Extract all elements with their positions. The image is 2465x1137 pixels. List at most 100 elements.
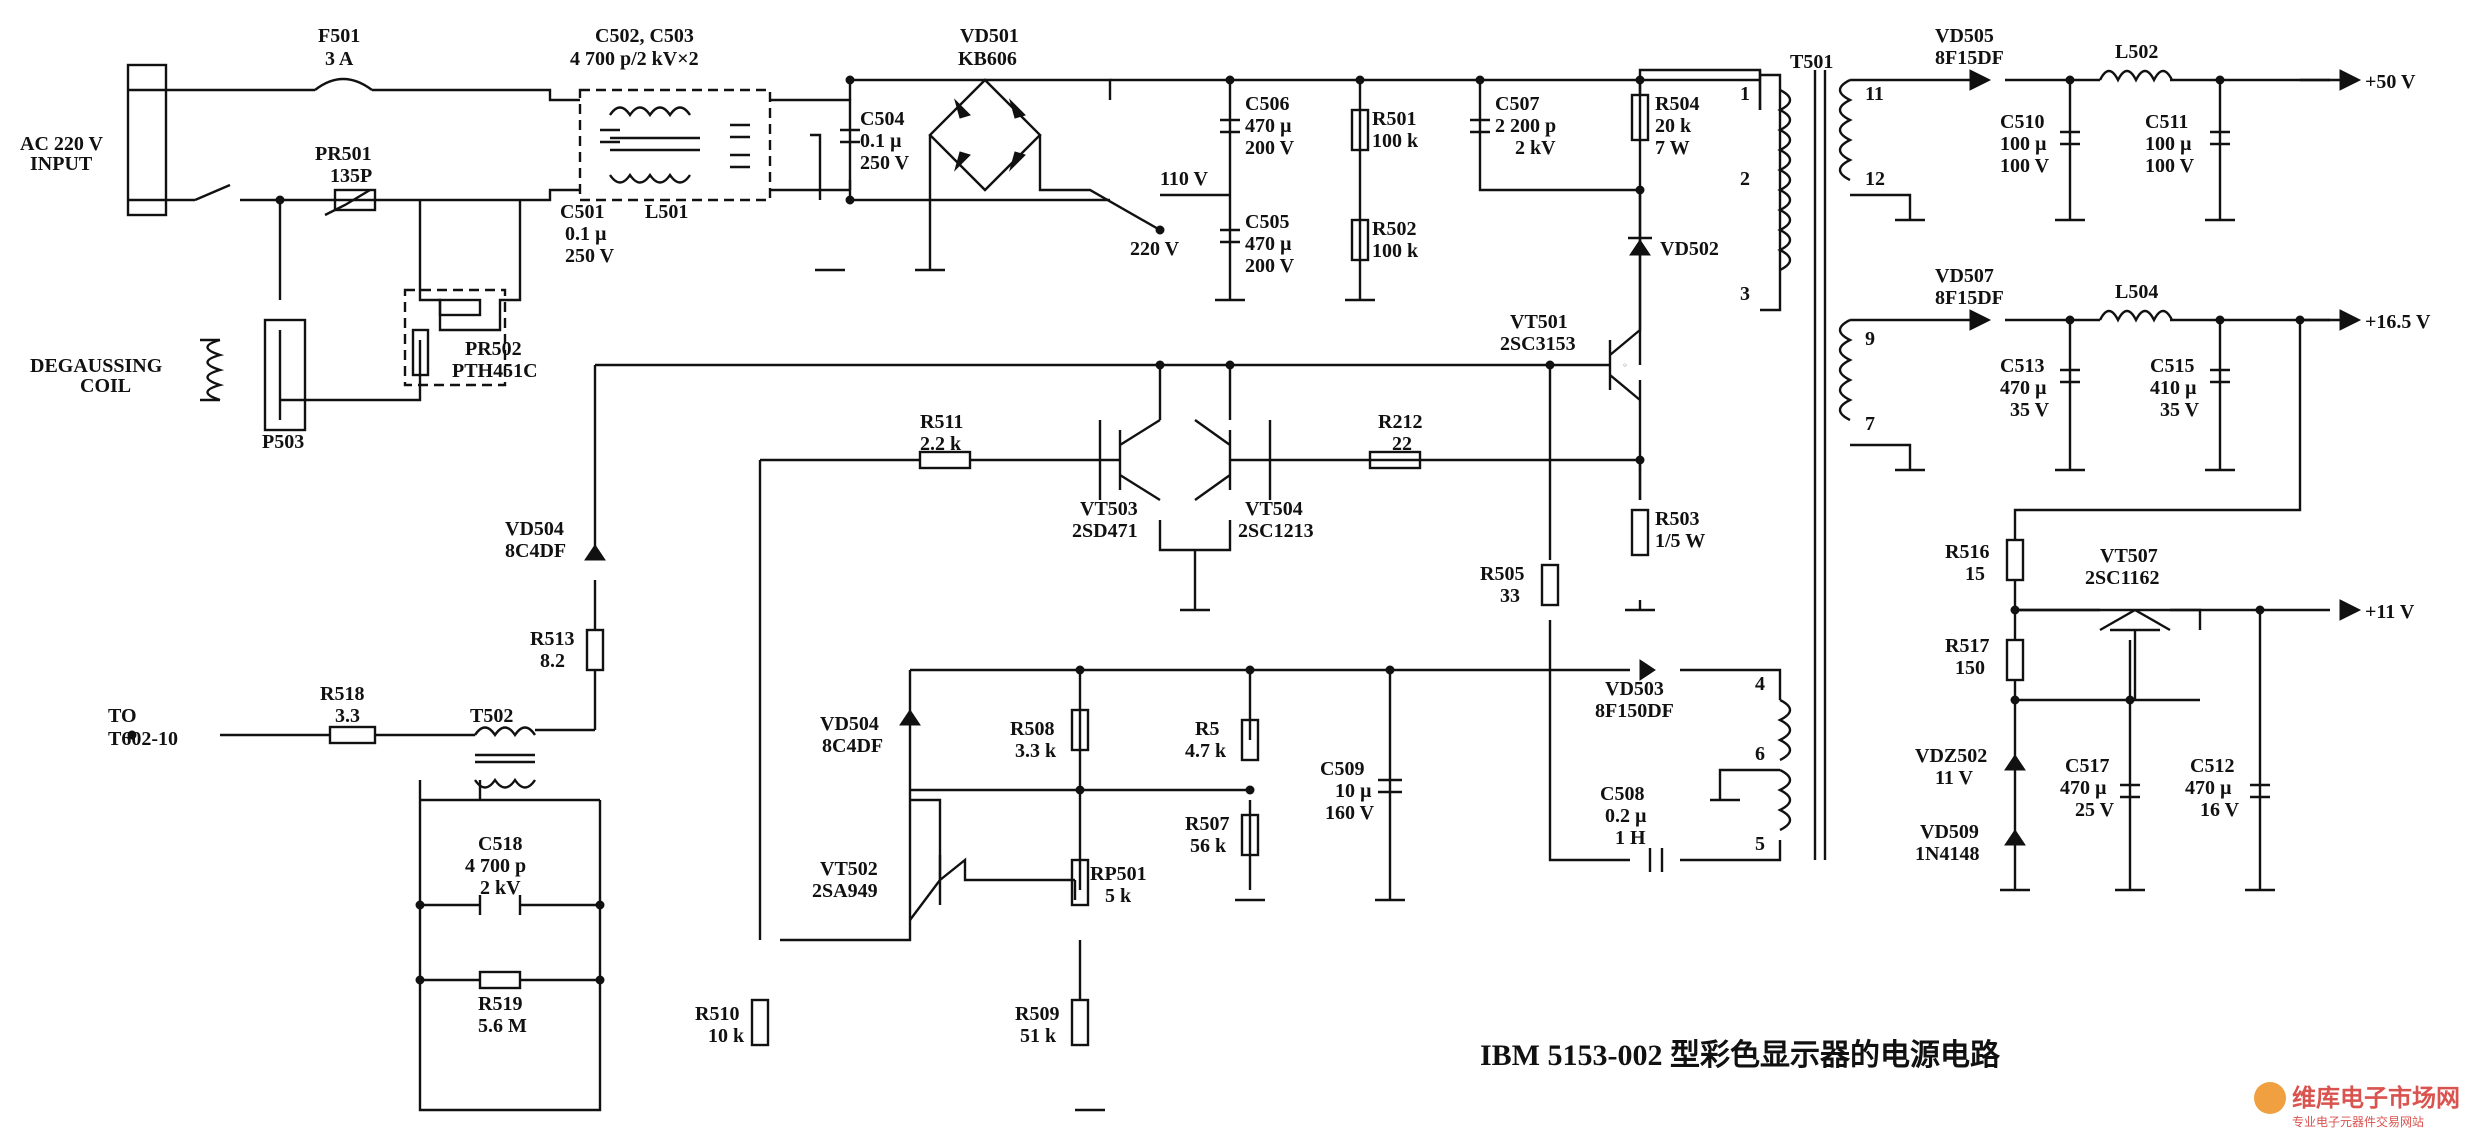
l504-ref: L504 xyxy=(2115,281,2158,303)
c509-value2: 160 V xyxy=(1325,802,1375,824)
resistor-icon xyxy=(1630,93,1650,142)
vd502-ref: VD502 xyxy=(1660,238,1719,260)
c511-value: 100 µ xyxy=(2145,133,2192,155)
output-16v: +16.5 V xyxy=(2365,311,2431,333)
capacitor-icon xyxy=(2060,130,2230,384)
resistor-icon xyxy=(918,450,972,470)
r513-ref: R513 xyxy=(530,628,574,650)
resistor-icon xyxy=(1630,508,1650,557)
vd505-value: 8F15DF xyxy=(1935,47,2004,69)
coil-icon xyxy=(206,338,225,402)
resistor-icon xyxy=(1540,563,1560,607)
transistor-icon xyxy=(1118,418,1161,502)
diode-icon xyxy=(954,151,971,172)
arrow-icon xyxy=(2339,309,2362,331)
c504-value2: 250 V xyxy=(860,152,910,174)
inductor-icon xyxy=(2098,309,2174,323)
capacitor-icon xyxy=(600,123,750,169)
capacitor-icon xyxy=(1470,118,1490,134)
to-label: TO xyxy=(108,705,137,727)
t502-ref: T502 xyxy=(470,705,513,727)
c518-ref: C518 xyxy=(478,833,522,855)
r504-ref: R504 xyxy=(1655,93,1699,115)
vd507-ref: VD507 xyxy=(1935,265,1994,287)
r508-ref: R508 xyxy=(1010,718,1054,740)
watermark-tagline: 专业电子元器件交易网站 xyxy=(2292,1114,2424,1129)
pin-label: 12 xyxy=(1865,168,1885,190)
resistor-icon xyxy=(1240,813,1260,857)
r516-ref: R516 xyxy=(1945,541,1989,563)
pin-label: 7 xyxy=(1865,413,1875,435)
to-t602-label: T602-10 xyxy=(108,728,178,750)
resistor-icon xyxy=(1070,998,1090,1047)
t501-label: T501 xyxy=(1790,51,1833,73)
c501-ref: C501 xyxy=(560,201,604,223)
rp501-ref: RP501 xyxy=(1090,863,1147,885)
ac-input-label: AC 220 V xyxy=(20,133,104,155)
vt507-ref: VT507 xyxy=(2100,545,2158,567)
c518-value2: 2 kV xyxy=(480,877,521,899)
resistor-icon xyxy=(750,998,770,1047)
resistor-icon xyxy=(1350,108,1370,152)
diode-icon xyxy=(2004,829,2026,846)
l501-ref: L501 xyxy=(645,201,688,223)
transformer-winding-icon xyxy=(1838,78,1853,182)
r502-value: 100 k xyxy=(1372,240,1419,262)
arrow-icon xyxy=(2339,69,2362,91)
ac-input-label-2: INPUT xyxy=(30,153,93,175)
vd505-ref: VD505 xyxy=(1935,25,1994,47)
vd501-ref: VD501 xyxy=(960,25,1019,47)
diode-icon xyxy=(1009,98,1026,119)
ground-icon xyxy=(815,218,2275,1112)
vd503-value: 8F150DF xyxy=(1595,700,1674,722)
vt502-ref: VT502 xyxy=(820,858,878,880)
degauss-label: DEGAUSSING xyxy=(30,355,163,377)
c512-ref: C512 xyxy=(2190,755,2234,777)
vd503-ref: VD503 xyxy=(1605,678,1664,700)
vd509-value: 1N4148 xyxy=(1915,843,1979,865)
r507-ref: R507 xyxy=(1185,813,1229,835)
vt504-ref: VT504 xyxy=(1245,498,1303,520)
vt507-value: 2SC1162 xyxy=(2085,567,2159,589)
output-11v: +11 V xyxy=(2365,601,2415,623)
emi-filter-box xyxy=(578,88,772,202)
junction-dots xyxy=(127,75,2305,985)
c508-ref: C508 xyxy=(1600,783,1644,805)
c509-ref: C509 xyxy=(1320,758,1364,780)
diode-icon xyxy=(1629,239,1651,256)
c506-ref: C506 xyxy=(1245,93,1289,115)
r518-ref: R518 xyxy=(320,683,364,705)
resistor-icon xyxy=(328,725,377,745)
c515-value: 410 µ xyxy=(2150,377,2197,399)
c517-value2: 25 V xyxy=(2075,799,2115,821)
p503-ref: P503 xyxy=(262,431,304,453)
c508-value: 0.2 µ xyxy=(1605,805,1647,827)
r511-value: 2.2 k xyxy=(920,433,962,455)
r5-ref: R5 xyxy=(1195,718,1219,740)
r510-value: 10 k xyxy=(708,1025,745,1047)
capacitor-icon xyxy=(2120,783,2270,799)
transformer-winding-icon xyxy=(1777,698,1792,832)
r505-value: 33 xyxy=(1500,585,1520,607)
r516-value: 15 xyxy=(1965,563,1985,585)
r504-value2: 7 W xyxy=(1655,137,1690,159)
diode-icon xyxy=(1009,151,1026,172)
c502-c503-value: 4 700 p/2 kV×2 xyxy=(570,48,699,70)
potentiometer-icon xyxy=(1070,858,1090,907)
c505-value2: 200 V xyxy=(1245,255,1295,277)
r5-value: 4.7 k xyxy=(1185,740,1227,762)
resistor-icon xyxy=(1070,708,1090,752)
transistor-icon xyxy=(2110,628,2160,700)
fuse-icon xyxy=(314,77,373,91)
r517-ref: R517 xyxy=(1945,635,1989,657)
labels: AC 220 V INPUT DEGAUSSING COIL TO T602-1… xyxy=(20,25,2460,1129)
sel-110-label: 110 V xyxy=(1160,168,1209,190)
resistor-icon xyxy=(1240,718,1260,762)
r513-value: 8.2 xyxy=(540,650,565,672)
r505-ref: R505 xyxy=(1480,563,1524,585)
inductor-icon xyxy=(609,106,691,118)
capacitor-icon xyxy=(1648,848,1664,872)
r212-value: 22 xyxy=(1392,433,1412,455)
pin-label: 11 xyxy=(1865,83,1884,105)
c513-ref: C513 xyxy=(2000,355,2044,377)
